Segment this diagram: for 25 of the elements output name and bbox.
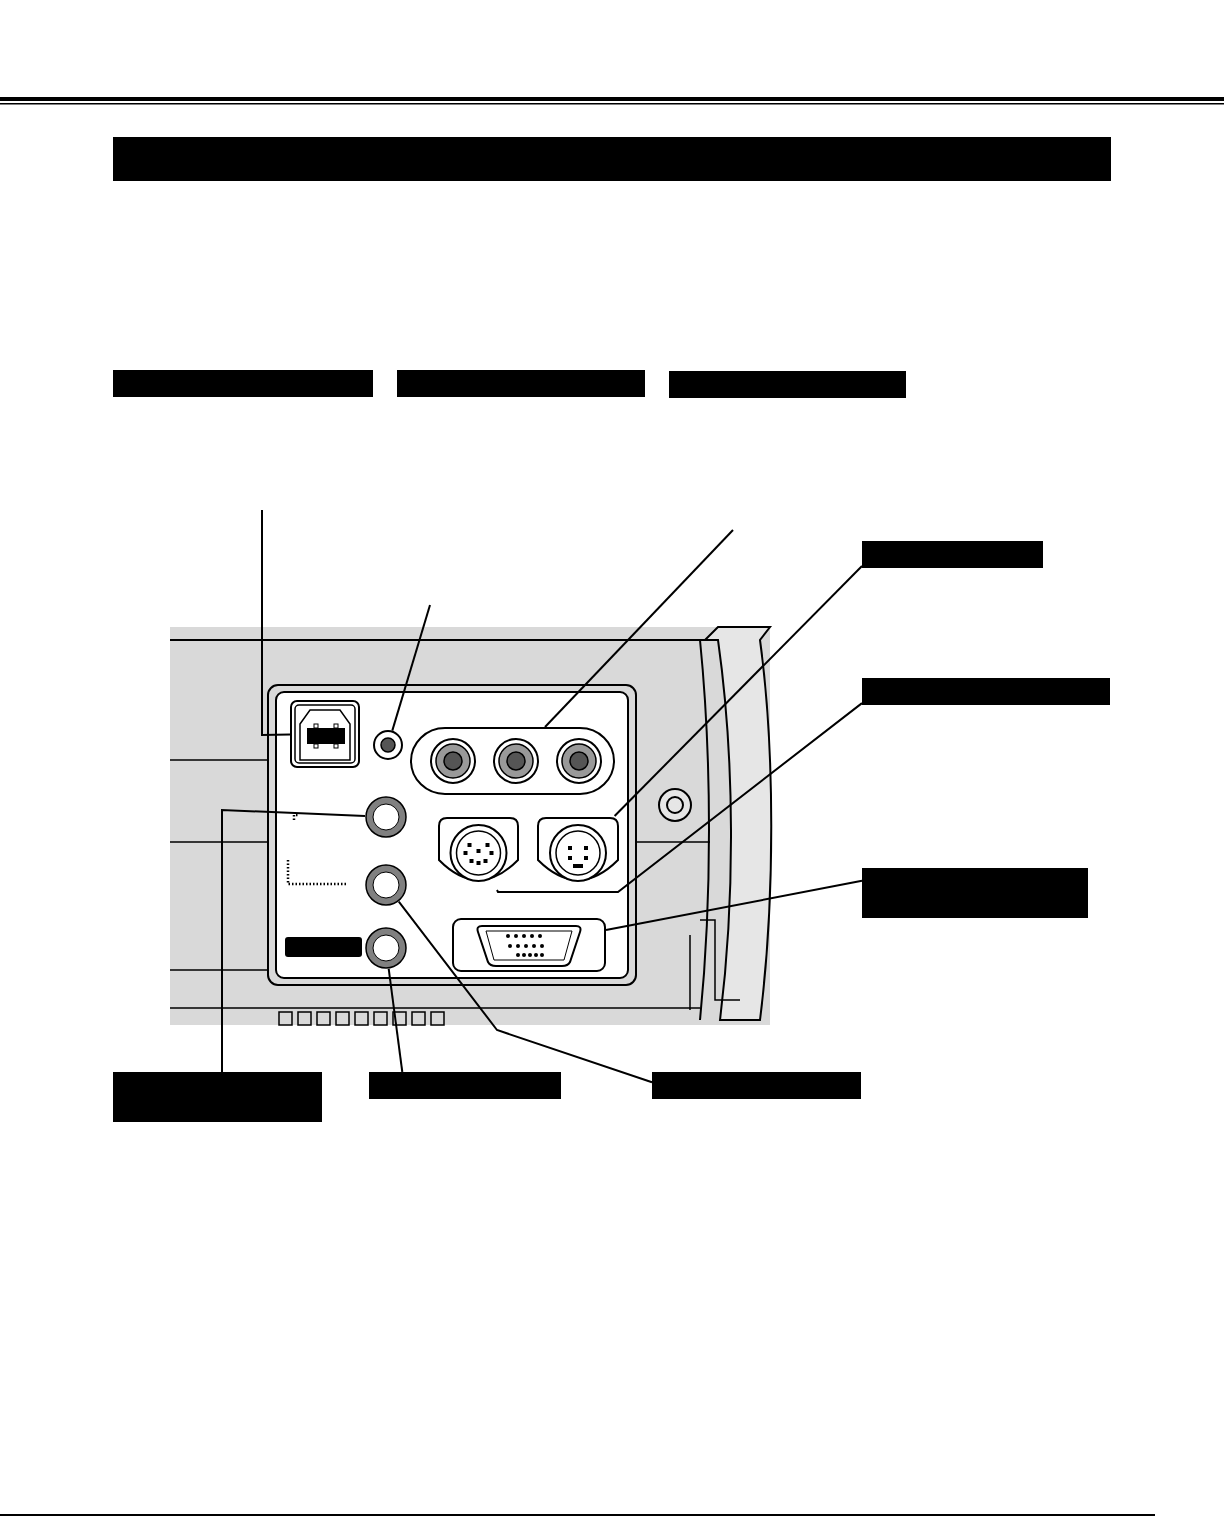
audio-jack <box>365 796 407 838</box>
callout-bar <box>862 541 1043 568</box>
audio-jack <box>365 927 407 969</box>
leader-line <box>261 509 291 736</box>
leader-line <box>613 565 863 817</box>
leader-line <box>605 879 863 932</box>
leader-line <box>387 967 404 1073</box>
callout-bar <box>862 678 1110 705</box>
leader-line <box>544 529 734 728</box>
leader-line <box>397 900 653 1084</box>
heading-bar <box>669 371 906 398</box>
audio-jack <box>365 864 407 906</box>
heading-bar <box>397 370 645 397</box>
heading-bar <box>113 370 373 397</box>
vga-port <box>452 918 606 972</box>
callout-bar <box>369 1072 561 1099</box>
leader-line <box>391 604 431 732</box>
callout-bar <box>862 868 1088 918</box>
callout-bar <box>113 1072 322 1122</box>
callout-bar <box>652 1072 861 1099</box>
leader-line <box>221 808 366 1073</box>
mini-jack <box>373 730 403 760</box>
title-bar <box>113 137 1111 181</box>
leader-line <box>496 702 863 893</box>
usb-port <box>290 700 360 768</box>
